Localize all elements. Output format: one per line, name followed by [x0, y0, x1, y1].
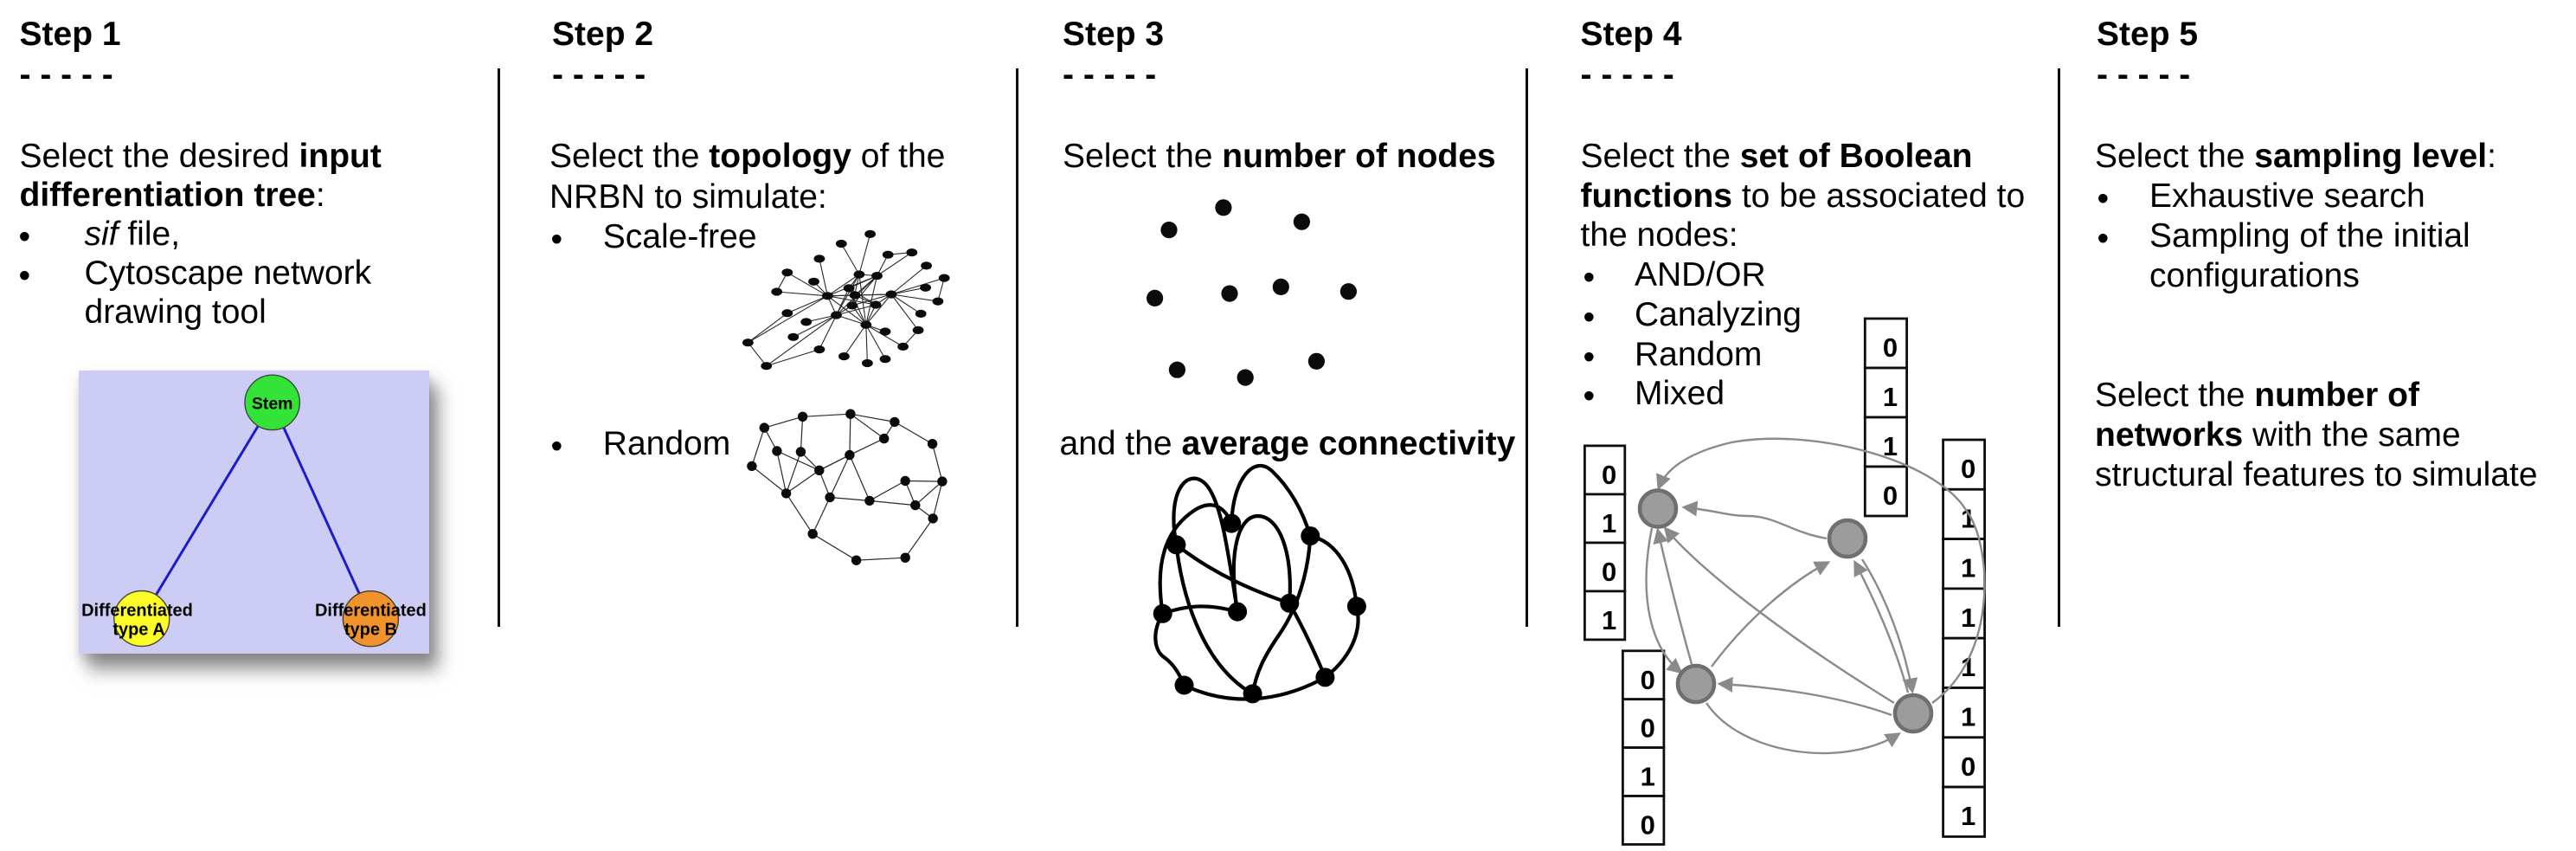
svg-text:0: 0 — [1602, 557, 1616, 587]
svg-text:1: 1 — [1961, 603, 1975, 633]
svg-text:Differentiated: Differentiated — [315, 602, 427, 621]
svg-text:0: 0 — [1602, 460, 1616, 490]
svg-text:0: 0 — [1961, 751, 1975, 782]
svg-text:1: 1 — [1961, 801, 1975, 831]
svg-text:type B: type B — [344, 621, 396, 640]
svg-text:1: 1 — [1602, 605, 1616, 635]
svg-text:Differentiated: Differentiated — [81, 602, 193, 621]
svg-text:0: 0 — [1641, 810, 1655, 841]
svg-text:1: 1 — [1602, 508, 1616, 538]
svg-text:1: 1 — [1961, 702, 1975, 732]
svg-text:1: 1 — [1961, 652, 1975, 682]
svg-text:0: 0 — [1961, 454, 1975, 484]
svg-text:type A: type A — [112, 621, 164, 640]
svg-text:1: 1 — [1883, 431, 1898, 461]
svg-text:1: 1 — [1883, 382, 1898, 412]
svg-text:Stem: Stem — [251, 395, 292, 414]
svg-text:0: 0 — [1883, 332, 1898, 363]
svg-text:1: 1 — [1641, 762, 1655, 792]
svg-text:0: 0 — [1641, 713, 1655, 744]
svg-text:0: 0 — [1641, 665, 1655, 695]
svg-text:0: 0 — [1883, 480, 1898, 511]
svg-text:1: 1 — [1961, 503, 1975, 533]
svg-text:1: 1 — [1961, 553, 1975, 583]
